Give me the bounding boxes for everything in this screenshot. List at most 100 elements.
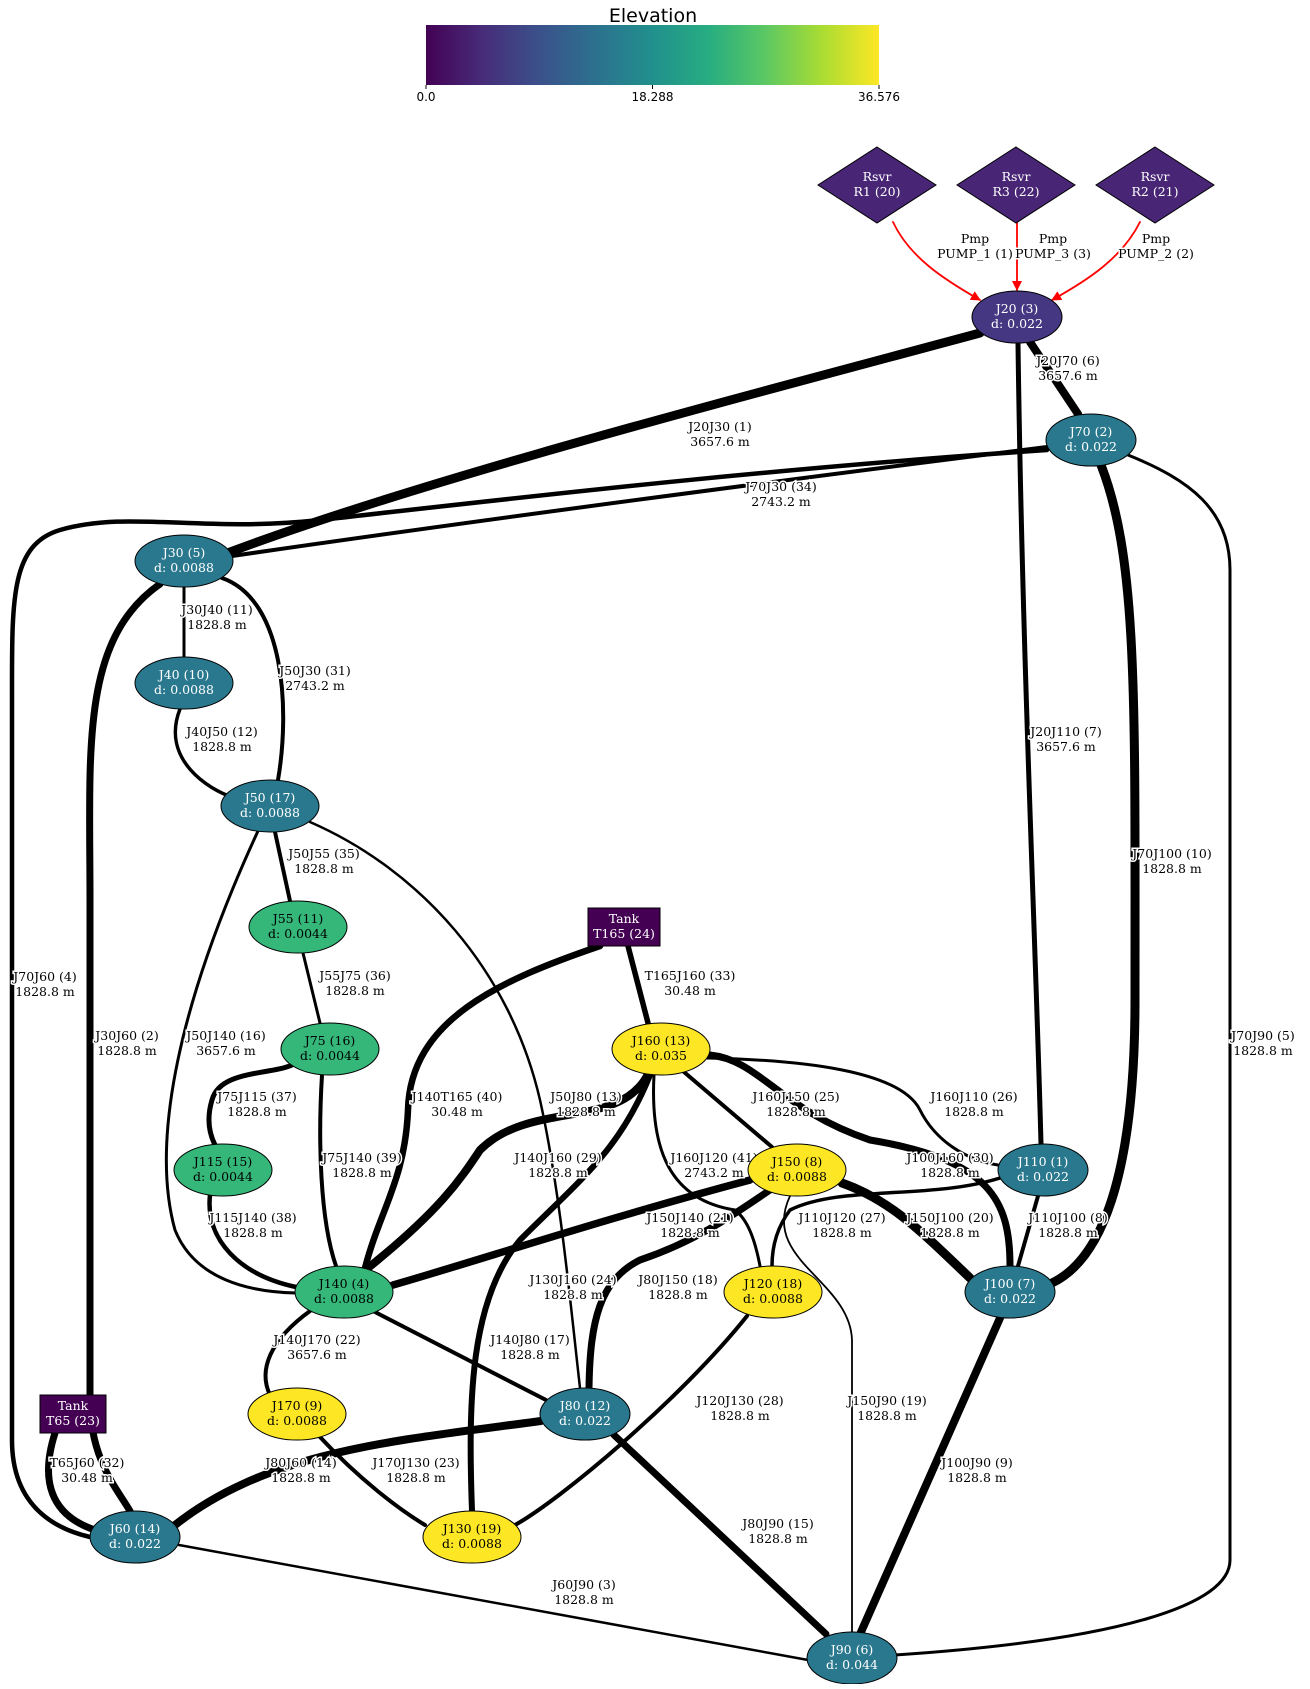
node-j50[interactable]: J50 (17)d: 0.0088 — [220, 779, 320, 833]
edge-t65j60 — [45, 1429, 99, 1534]
node-j60[interactable]: J60 (14)d: 0.022 — [89, 1510, 181, 1564]
edge-label-j50j30: J50J30 (31)2743.2 m — [277, 663, 350, 693]
node-j60-shape — [89, 1510, 181, 1564]
node-j120[interactable]: J120 (18)d: 0.0088 — [723, 1265, 823, 1319]
node-j150[interactable]: J150 (8)d: 0.0088 — [747, 1143, 847, 1197]
node-j170-shape — [247, 1387, 347, 1441]
edge-j140t165 — [361, 942, 604, 1272]
edge-label-j150j100: J150J100 (20)1828.8 m — [904, 1210, 993, 1240]
edge-j160j150 — [682, 1070, 774, 1149]
edge-label-t165j160: T165J160 (33)30.48 m — [645, 968, 736, 998]
edge-label-j20j30: J20J30 (1)3657.6 m — [686, 419, 752, 449]
edge-label-j140j80: J140J80 (17)1828.8 m — [488, 1332, 569, 1362]
edge-j150j90 — [783, 1195, 853, 1633]
edge-label-j150j90: J150J90 (19)1828.8 m — [845, 1393, 926, 1423]
node-j115-label: J115 (15)d: 0.0044 — [192, 1154, 253, 1184]
edge-j80j60 — [171, 1417, 545, 1529]
colorbar-tick-label: 36.576 — [858, 90, 900, 104]
edge-j50j30 — [220, 576, 286, 782]
edge-label-j70j90: J70J90 (5)1828.8 m — [1229, 1028, 1295, 1058]
node-r2-shape — [1095, 146, 1215, 224]
node-j90[interactable]: J90 (6)d: 0.044 — [806, 1631, 898, 1685]
edge-label-j170j130: J170J130 (23)1828.8 m — [370, 1455, 459, 1485]
edge-label-j75j115: J75J115 (37)1828.8 m — [215, 1089, 296, 1119]
node-j130[interactable]: J130 (19)d: 0.0088 — [422, 1510, 522, 1564]
edge-label-j40j50: J40J50 (12)1828.8 m — [184, 724, 257, 754]
edge-label-j20j70: J20J70 (6)3657.6 m — [1034, 353, 1100, 383]
edge-j20j30 — [217, 328, 985, 560]
edge-j60j90 — [177, 1543, 810, 1662]
node-j115[interactable]: J115 (15)d: 0.0044 — [173, 1143, 273, 1197]
node-j90-label: J90 (6)d: 0.044 — [826, 1642, 878, 1672]
edge-label-j80j60: J80J60 (14)1828.8 m — [263, 1455, 336, 1485]
edge-label-j160j110: J160J110 (26)1828.8 m — [928, 1089, 1017, 1119]
node-j20[interactable]: J20 (3)d: 0.022 — [971, 290, 1063, 344]
edge-label-j160j120: J160J120 (41)2743.2 m — [668, 1150, 757, 1180]
edge-j115j140 — [207, 1192, 299, 1290]
edges-layer — [9, 221, 1232, 1662]
edge-j50j140 — [164, 829, 298, 1295]
edge-j110j120 — [770, 1176, 1002, 1268]
node-j130-label: J130 (19)d: 0.0088 — [441, 1521, 502, 1551]
edge-j100j160 — [706, 1051, 1014, 1270]
node-j20-shape — [971, 290, 1063, 344]
node-j30-shape — [134, 534, 234, 588]
node-j30[interactable]: J30 (5)d: 0.0088 — [134, 534, 234, 588]
node-j140-label: J140 (4)d: 0.0088 — [314, 1276, 374, 1306]
edge-j55j75 — [301, 951, 322, 1025]
node-j40-shape — [134, 656, 234, 710]
edge-label-j110j120: J110J120 (27)1828.8 m — [796, 1210, 885, 1240]
node-j70-shape — [1045, 413, 1137, 467]
edge-j160j120 — [652, 1073, 762, 1268]
edge-label-j160j150: J160J150 (25)1828.8 m — [750, 1089, 839, 1119]
edge-j75j140 — [318, 1073, 338, 1268]
node-j50-shape — [220, 779, 320, 833]
edge-j70j100 — [1047, 460, 1140, 1288]
edge-j100j90 — [857, 1314, 1004, 1636]
node-t165-shape — [587, 907, 661, 947]
edge-label-j140t165: J140T165 (40)30.48 m — [410, 1089, 503, 1119]
edge-label-j30j40: J30J40 (11)1828.8 m — [179, 602, 252, 632]
edge-label-j50j140: J50J140 (16)3657.6 m — [184, 1028, 265, 1058]
edge-pump_2 — [1051, 221, 1141, 301]
node-j170-label: J170 (9)d: 0.0088 — [267, 1398, 327, 1428]
node-j120-label: J120 (18)d: 0.0088 — [742, 1276, 803, 1306]
node-j110[interactable]: J110 (1)d: 0.022 — [997, 1143, 1089, 1197]
node-j55[interactable]: J55 (11)d: 0.0044 — [248, 900, 348, 954]
edge-j110j100 — [1016, 1194, 1040, 1268]
edge-label-j60j90: J60J90 (3)1828.8 m — [550, 1577, 616, 1607]
edge-label-j140j160: J140J160 (29)1828.8 m — [512, 1150, 601, 1180]
edge-label-j100j90: J100J90 (9)1828.8 m — [939, 1455, 1012, 1485]
edge-label-j50j80: J50J80 (13)1828.8 m — [548, 1089, 621, 1119]
edge-label-j55j75: J55J75 (36)1828.8 m — [317, 968, 390, 998]
node-j140[interactable]: J140 (4)d: 0.0088 — [294, 1265, 394, 1319]
edge-j70j90 — [893, 453, 1232, 1657]
node-j40-label: J40 (10)d: 0.0088 — [154, 667, 214, 697]
node-j80[interactable]: J80 (12)d: 0.022 — [539, 1387, 631, 1441]
node-j70[interactable]: J70 (2)d: 0.022 — [1045, 413, 1137, 467]
node-j40[interactable]: J40 (10)d: 0.0088 — [134, 656, 234, 710]
edge-label-t65j60: T65J60 (32)30.48 m — [50, 1455, 125, 1485]
edge-label-j100j160: J100J160 (30)1828.8 m — [904, 1150, 993, 1180]
edge-j50j55 — [273, 830, 292, 903]
node-j160[interactable]: J160 (13)d: 0.035 — [611, 1022, 711, 1076]
colorbar-title: Elevation — [609, 5, 697, 27]
node-j100[interactable]: J100 (7)d: 0.022 — [964, 1265, 1056, 1319]
colorbar: Elevation 0.0 18.288 36.576 — [416, 5, 900, 104]
edge-t165j160 — [625, 943, 651, 1026]
edge-label-j30j60: J30J60 (2)1828.8 m — [93, 1028, 159, 1058]
node-j170[interactable]: J170 (9)d: 0.0088 — [247, 1387, 347, 1441]
edge-label-j115j140: J115J140 (38)1828.8 m — [207, 1210, 296, 1240]
node-j75[interactable]: J75 (16)d: 0.0044 — [280, 1022, 380, 1076]
edge-j20j70 — [1026, 338, 1082, 418]
